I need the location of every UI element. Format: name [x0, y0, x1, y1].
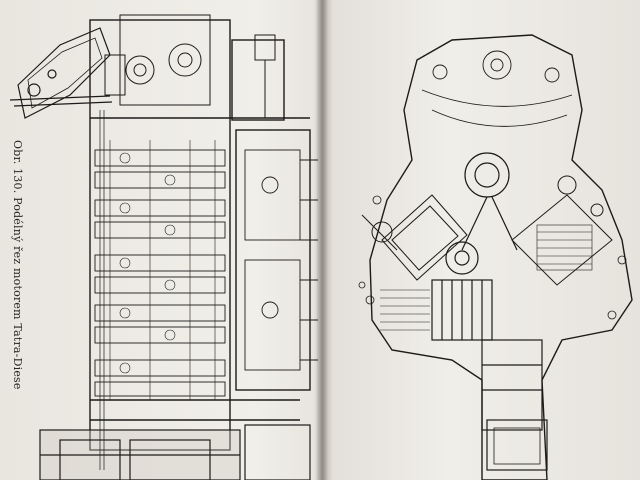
left-page: Obr. 130. Podélný řez motorem Tatra-Dies… — [2, 14, 318, 480]
right-page — [322, 0, 640, 480]
longitudinal-section-drawing — [9, 14, 318, 480]
cross-section-drawing — [358, 34, 633, 480]
book-gutter — [316, 0, 328, 480]
figure-caption-text: Obr. 130. Podélný řez motorem Tatra-Dies… — [11, 140, 24, 390]
figure-caption: Obr. 130. Podélný řez motorem Tatra-Dies… — [2, 140, 32, 480]
